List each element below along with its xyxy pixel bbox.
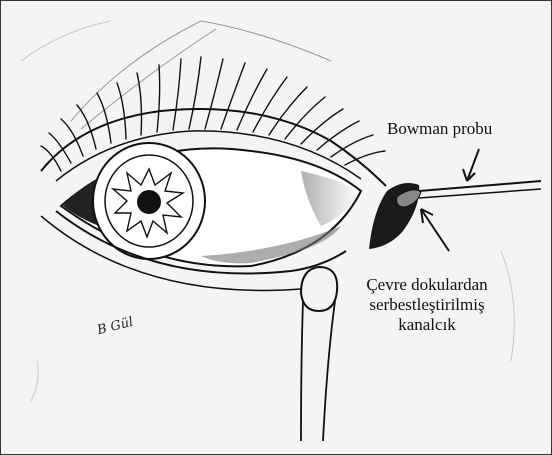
bowman-probe-label: Bowman probu [387, 119, 492, 139]
canal-label-line-2: serbestleştirilmiş [357, 295, 497, 315]
canal-label-line-1: Çevre dokulardan [357, 275, 497, 295]
arrow-probe [463, 149, 479, 181]
bowman-probe [419, 181, 541, 191]
pupil [137, 190, 161, 214]
lacrimal-punctum-loop [301, 267, 337, 311]
nasolacrimal-duct-right [323, 301, 335, 441]
arrow-canaliculus [421, 209, 449, 251]
canal-label-line-3: kanalcık [357, 315, 497, 335]
freed-canaliculus-label: Çevre dokulardan serbestleştirilmiş kana… [357, 275, 497, 335]
brow-lines [71, 21, 331, 129]
nasolacrimal-duct-left [301, 301, 303, 441]
